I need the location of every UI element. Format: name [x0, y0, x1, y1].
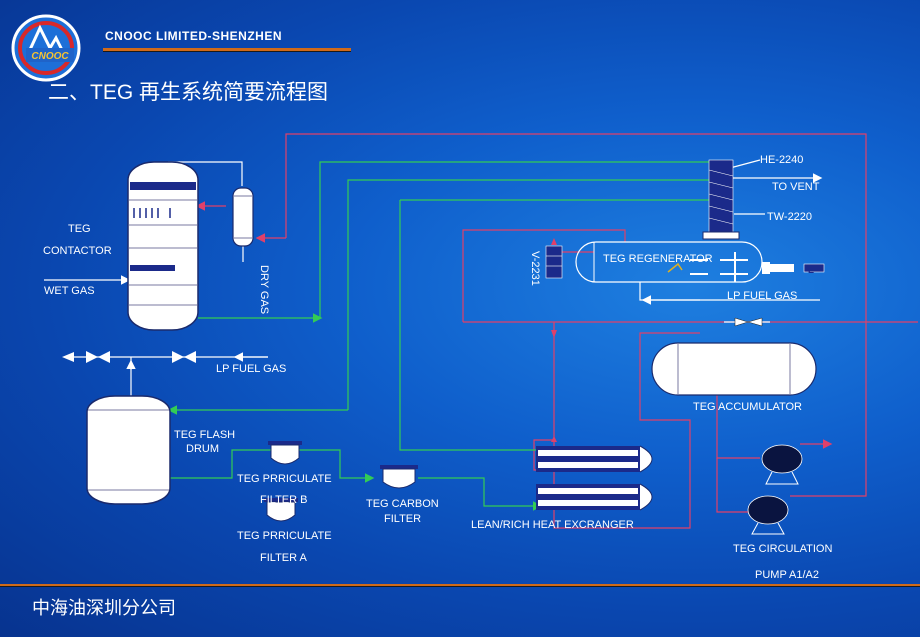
teg-regenerator [575, 241, 825, 283]
label-flash-drum-2: DRUM [186, 443, 219, 455]
label-teg: TEG [68, 223, 91, 235]
label-lp-fuel-gas-left: LP FUEL GAS [216, 363, 287, 375]
lean-rich-heat-exchanger [536, 445, 653, 511]
particulate-filter-b [268, 441, 302, 465]
label-lp-fuel-gas-right: LP FUEL GAS [727, 290, 798, 302]
label-filter-b-1: TEG PRRICULATE [237, 473, 332, 485]
label-flash-drum-1: TEG FLASH [174, 429, 236, 441]
glycol-filter-vessel [232, 187, 254, 247]
label-pump-2: PUMP A1/A2 [755, 569, 819, 581]
label-teg-regenerator: TEG REGENERATOR [603, 253, 713, 265]
label-filter-a-2: FILTER A [260, 552, 307, 564]
particulate-filter-a [264, 498, 298, 522]
label-filter-b-2: FILTER B [260, 494, 308, 506]
footer-divider [0, 584, 920, 587]
label-tw2220: TW-2220 [767, 211, 813, 223]
circulation-pump-a1 [761, 444, 803, 485]
page-title: 二、TEG 再生系统简要流程图 [48, 81, 329, 104]
label-filter-a-1: TEG PRRICULATE [237, 530, 332, 542]
teg-accumulator [651, 342, 817, 396]
label-he2240: HE-2240 [760, 154, 804, 166]
svg-text:CNOOC: CNOOC [31, 51, 69, 62]
circulation-pump-a2 [747, 495, 789, 535]
flow-arrowheads [551, 238, 557, 442]
still-column-tw2220 [702, 159, 740, 240]
label-carbon-filter-2: FILTER [384, 513, 422, 525]
label-carbon-filter-1: TEG CARBON [366, 498, 439, 510]
label-v2231: V-2231 [529, 251, 541, 286]
label-to-vent: TO VENT [772, 181, 820, 193]
valve-icon[interactable] [62, 317, 763, 363]
label-contactor: CONTACTOR [43, 245, 112, 257]
carbon-filter [380, 465, 418, 489]
footer-company: 中海油深圳分公司 [32, 598, 176, 618]
v2231-vessel [545, 245, 563, 279]
label-wet-gas: WET GAS [44, 285, 95, 297]
label-dry-gas: DRY GAS [258, 265, 270, 315]
cnooc-logo-icon: CNOOC [11, 14, 81, 82]
company-name: CNOOC LIMITED-SHENZHEN [105, 29, 282, 43]
header-underline [103, 48, 351, 52]
label-teg-accumulator: TEG ACCUMULATOR [693, 401, 802, 413]
label-heat-exchanger: LEAN/RICH HEAT EXCRANGER [471, 519, 634, 531]
label-e: E [808, 265, 815, 275]
label-pump-1: TEG CIRCULATION [733, 543, 833, 555]
teg-contactor [127, 161, 199, 331]
teg-flash-drum [86, 395, 171, 505]
